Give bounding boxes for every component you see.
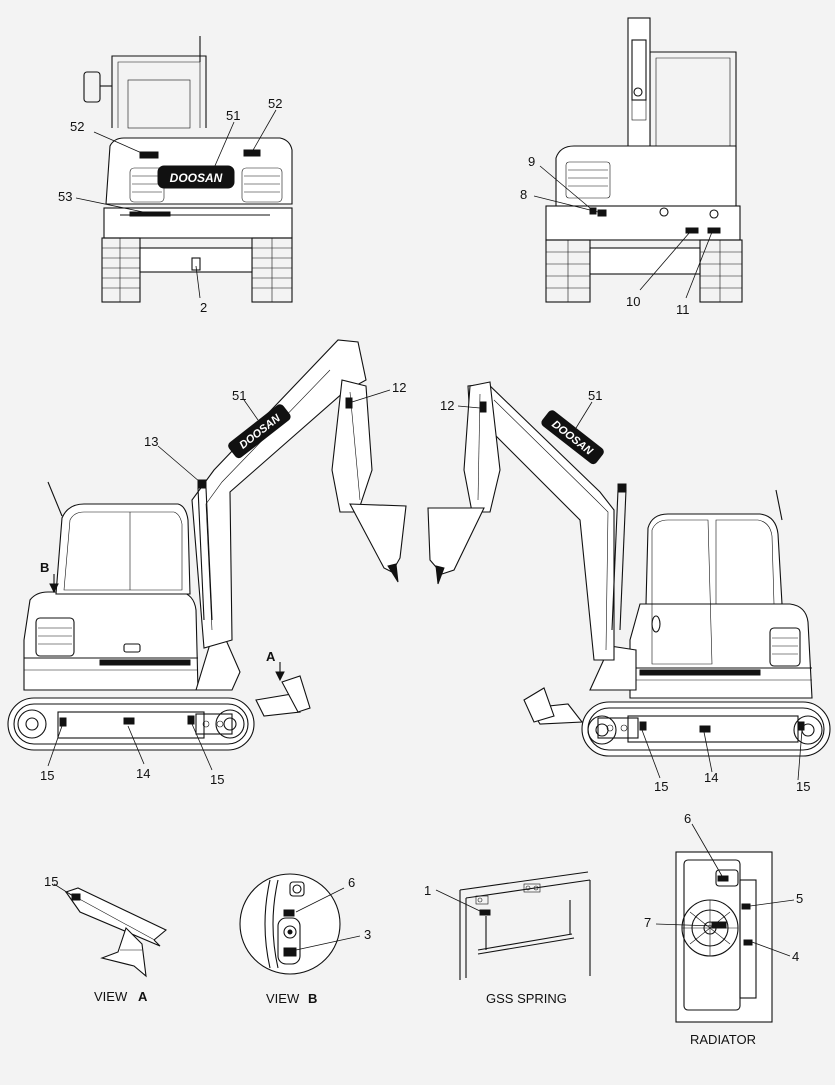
- right-side-view: DOOSAN 12 51 15 14 15: [427, 381, 831, 794]
- callout-view-a-15: 15: [44, 874, 58, 889]
- right-decal-12: [479, 401, 487, 413]
- radiator-decal-4: [743, 939, 753, 946]
- callout-left-15-front: 15: [210, 772, 224, 787]
- left-decal-15-front: [187, 715, 195, 725]
- callout-left-51: 51: [232, 388, 246, 403]
- callout-radiator-6: 6: [684, 811, 691, 826]
- right-decal-14: [699, 725, 711, 733]
- callout-view-a-marker: A: [266, 649, 276, 664]
- callout-right-15-rear: 15: [796, 779, 810, 794]
- callout-view-b-marker: B: [40, 560, 49, 575]
- callout-radiator-5: 5: [796, 891, 803, 906]
- front-decal-52-left: [139, 151, 159, 159]
- callout-front-52-left: 52: [70, 119, 84, 134]
- left-decal-13: [197, 479, 207, 489]
- view-b-decal-6: [283, 909, 295, 917]
- rear-decal-11: [707, 227, 721, 234]
- callout-rear-10: 10: [626, 294, 640, 309]
- view-b-caption-prefix: VIEW: [266, 991, 300, 1006]
- callout-front-52-right: 52: [268, 96, 282, 111]
- callout-front-2: 2: [200, 300, 207, 315]
- callout-left-15-rear: 15: [40, 768, 54, 783]
- view-b-caption-letter: B: [308, 991, 317, 1006]
- radiator-decal-5: [741, 903, 751, 910]
- left-decal-14: [123, 717, 135, 725]
- callout-radiator-7: 7: [644, 915, 651, 930]
- front-brand-text: DOOSAN: [170, 171, 223, 185]
- gss-decal-1: [479, 909, 491, 916]
- callout-rear-11: 11: [676, 302, 690, 317]
- radiator-decal-7: [711, 921, 727, 929]
- callout-right-51: 51: [588, 388, 602, 403]
- left-decal-15-rear: [59, 717, 67, 727]
- callout-left-14: 14: [136, 766, 150, 781]
- gss-caption: GSS SPRING: [486, 991, 567, 1006]
- radiator-caption: RADIATOR: [690, 1032, 756, 1047]
- front-brand-decal: [157, 165, 235, 189]
- view-b-detail: 6 3 VIEW B: [239, 873, 371, 1006]
- rear-view: 9 8 10 11: [520, 17, 743, 317]
- callout-gss-1: 1: [424, 883, 431, 898]
- callout-left-13: 13: [144, 434, 158, 449]
- front-view: DOOSAN 52 51 52 53 2: [58, 36, 293, 315]
- callout-right-12: 12: [440, 398, 454, 413]
- gss-spring-detail: 1 GSS SPRING: [424, 871, 591, 1006]
- callout-right-14: 14: [704, 770, 718, 785]
- callout-left-12: 12: [392, 380, 406, 395]
- callout-front-51: 51: [226, 108, 240, 123]
- left-decal-12: [345, 397, 353, 409]
- callout-right-15-front: 15: [654, 779, 668, 794]
- view-b-decal-3: [283, 947, 297, 957]
- view-a-caption-letter: A: [138, 989, 148, 1004]
- callout-radiator-4: 4: [792, 949, 799, 964]
- view-a-caption-prefix: VIEW: [94, 989, 128, 1004]
- rear-decal-8: [597, 209, 607, 217]
- left-side-view: DOOSAN 51 12 13 B A 15 14 15: [7, 339, 407, 787]
- right-decal-15-front: [639, 721, 647, 731]
- right-decal-15-rear: [797, 721, 805, 731]
- radiator-detail: 6 5 7 4 RADIATOR: [644, 811, 803, 1047]
- callout-rear-9: 9: [528, 154, 535, 169]
- view-a-detail: 15 VIEW A: [44, 874, 168, 1004]
- callout-rear-8: 8: [520, 187, 527, 202]
- front-decal-52-right: [243, 149, 261, 157]
- view-a-decal-15: [71, 893, 81, 901]
- callout-front-53: 53: [58, 189, 72, 204]
- callout-view-b-6: 6: [348, 875, 355, 890]
- rear-decal-10: [685, 227, 699, 234]
- callout-view-b-3: 3: [364, 927, 371, 942]
- radiator-decal-6: [717, 875, 729, 882]
